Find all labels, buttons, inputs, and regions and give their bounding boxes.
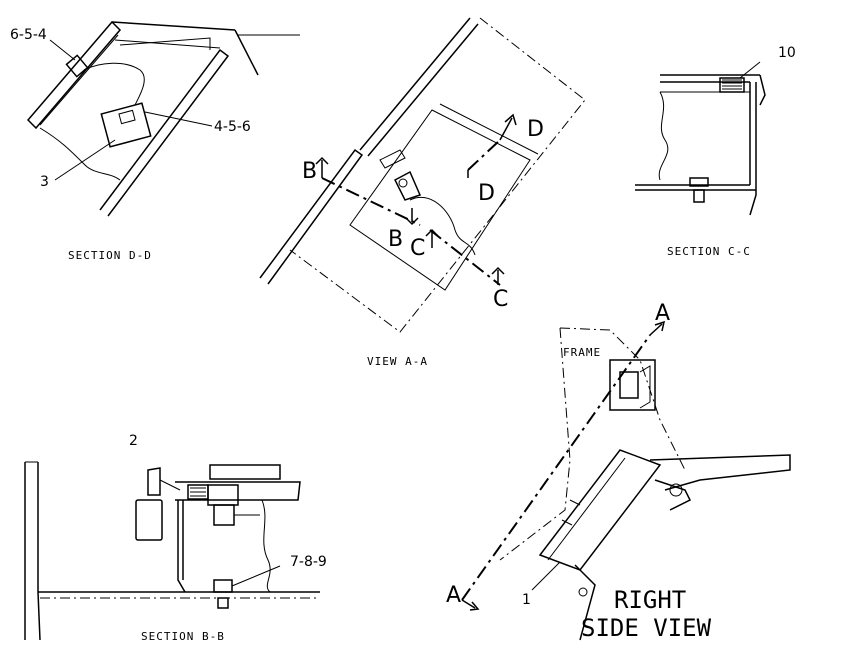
frame-label: FRAME — [563, 346, 601, 359]
marker-a-bottom: A — [446, 583, 461, 608]
callout-7-8-9: 7-8-9 — [290, 554, 327, 570]
right-side-view — [461, 320, 791, 641]
caption-side-view: SIDE VIEW — [581, 614, 712, 642]
marker-a-top: A — [655, 301, 670, 326]
marker-b-right: B — [388, 227, 403, 252]
callout-1: 1 — [522, 592, 531, 608]
marker-c-right: C — [493, 287, 508, 312]
callout-2: 2 — [129, 433, 138, 449]
view-aa — [259, 17, 586, 333]
marker-d-top: D — [527, 117, 544, 142]
caption-right: RIGHT — [614, 586, 686, 614]
marker-c-left: C — [410, 236, 425, 261]
caption-section-cc: SECTION C-C — [667, 245, 751, 258]
caption-section-bb: SECTION B-B — [141, 630, 225, 643]
callout-3: 3 — [40, 174, 49, 190]
caption-view-aa: VIEW A-A — [367, 355, 428, 368]
caption-section-dd: SECTION D-D — [68, 249, 152, 262]
section-bb-view — [24, 461, 320, 641]
marker-b-left: B — [302, 159, 317, 184]
callout-6-5-4: 6-5-4 — [10, 27, 47, 43]
section-cc-view — [635, 61, 766, 216]
callout-4-5-6: 4-5-6 — [214, 119, 251, 135]
section-dd-view — [26, 20, 300, 217]
marker-d-bottom: D — [478, 181, 495, 206]
callout-10: 10 — [778, 45, 796, 61]
